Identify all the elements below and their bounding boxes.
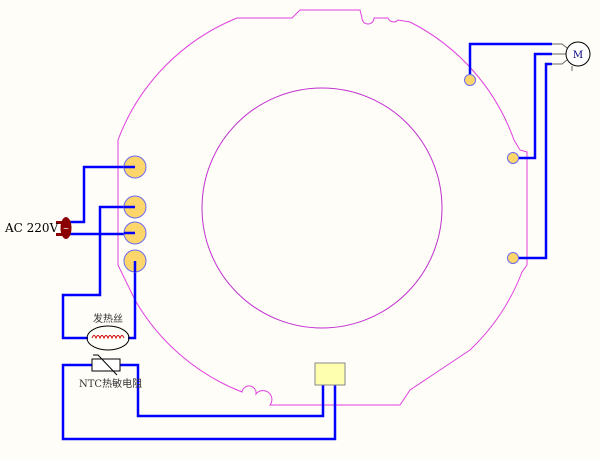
pad-motor-1 <box>464 74 476 86</box>
wire-heater-right <box>128 261 137 340</box>
wire-heater-left <box>61 205 135 340</box>
inner-ring <box>201 87 443 329</box>
ac-source-label: AC 220V <box>4 221 59 235</box>
heater-coil-icon <box>86 325 130 351</box>
wire-motor-2 <box>513 52 552 160</box>
controller-box <box>314 362 346 386</box>
pads <box>123 74 519 273</box>
motor-leads <box>552 43 573 71</box>
wire-ntc-left <box>61 363 337 441</box>
pad-motor-3 <box>507 252 519 264</box>
wire-ac-live <box>70 165 135 224</box>
motor-icon <box>565 41 591 67</box>
board-outline <box>117 9 528 406</box>
motor-label: M <box>573 50 583 61</box>
wire-motor-1 <box>468 42 552 80</box>
wire-ntc-right <box>120 363 325 418</box>
wire-motor-3 <box>513 62 552 260</box>
ac-symbol: ~ <box>63 224 70 233</box>
ntc-label: NTC热敏电阻 <box>79 377 142 390</box>
ac-plug-icon: ~ <box>56 217 72 239</box>
pad-motor-2 <box>507 152 519 164</box>
wires <box>61 42 552 441</box>
ntc-thermistor-icon <box>91 354 121 376</box>
heater-label: 发热丝 <box>93 312 123 325</box>
